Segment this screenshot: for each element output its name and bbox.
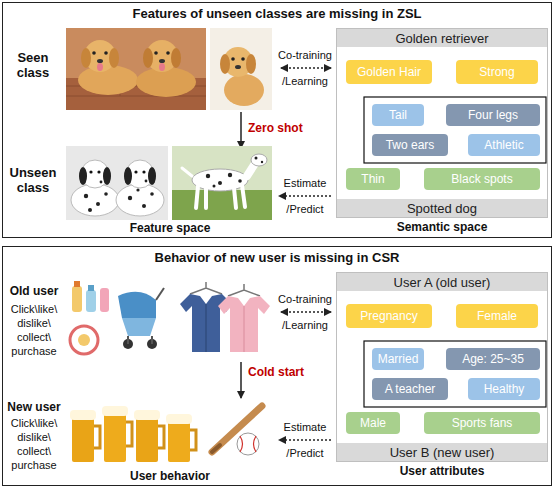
panel-title: Features of unseen classes are missing i…: [3, 6, 551, 21]
attribute-tag: Sports fans: [424, 412, 540, 434]
arrow-label: Estimate /Predict: [270, 414, 340, 466]
class-band: Golden retriever: [337, 29, 547, 47]
tag-text: Age: 25~35: [462, 352, 524, 366]
attribute-tag: Female: [456, 304, 538, 328]
attribute-tag: Male: [346, 412, 400, 434]
attribute-tag: Two ears: [372, 134, 448, 156]
attribute-tag: Black spots: [424, 168, 540, 190]
attribute-tag: Golden Hair: [346, 60, 432, 84]
arrow-label: Zero shot: [248, 121, 318, 135]
band-text: Golden retriever: [395, 31, 488, 46]
dalmatian-photo: [66, 146, 168, 220]
tag-text: Thin: [361, 172, 384, 186]
tag-text: Golden Hair: [357, 65, 421, 79]
behavior-list: Click\like\ dislike\ collect\ purchase: [4, 416, 64, 472]
semantic-box: Semantic spaceGolden retrieverGolden Hai…: [336, 28, 548, 218]
dotted-arrow: [281, 67, 331, 68]
user-band: User A (old user): [337, 273, 547, 291]
row-label: Seen class: [8, 50, 58, 80]
baby-items-photo: [66, 276, 170, 360]
tag-text: Four legs: [468, 108, 518, 122]
attribute-tag: Strong: [456, 60, 538, 84]
tag-text: Married: [378, 352, 419, 366]
shared-frame: [364, 97, 546, 163]
dotted-arrow: [279, 439, 331, 440]
space-heading: User attributes: [337, 464, 547, 478]
golden-photo: [66, 28, 206, 110]
band-text: User A (old user): [394, 275, 491, 290]
band-text: User B (new user): [390, 445, 495, 460]
attribute-box: User attributesUser A (old user)Pregnanc…: [336, 272, 548, 462]
band-text: Spotted dog: [407, 201, 477, 216]
tag-text: Female: [477, 309, 517, 323]
solid-arrow: [240, 112, 242, 148]
tag-text: Sports fans: [452, 416, 513, 430]
panel-title: Behavior of new user is missing in CSR: [3, 250, 551, 265]
puppy-photo: [210, 28, 272, 110]
arrow-label: Cold start: [248, 365, 318, 379]
baseball-photo: [204, 400, 272, 462]
space-heading: Semantic space: [337, 220, 547, 234]
attribute-tag: Four legs: [446, 104, 540, 126]
attribute-tag: Athletic: [468, 134, 540, 156]
tag-text: Athletic: [484, 138, 523, 152]
dalmatian-photo: [172, 146, 272, 220]
attribute-tag: A teacher: [372, 378, 448, 400]
class-band: Spotted dog: [337, 199, 547, 217]
space-label: User behavior: [100, 469, 240, 483]
row-label: New user: [2, 400, 66, 414]
attribute-tag: Pregnancy: [346, 304, 432, 328]
user-band: User B (new user): [337, 443, 547, 461]
tag-text: Pregnancy: [360, 309, 417, 323]
row-label: Unseen class: [4, 165, 62, 195]
attribute-tag: Age: 25~35: [446, 348, 540, 370]
row-label: Old user: [2, 284, 66, 298]
arrow-label: Co-training /Learning: [270, 42, 340, 94]
tag-text: Black spots: [451, 172, 512, 186]
solid-arrow: [240, 362, 242, 398]
panel-frame: Features of unseen classes are missing i…: [2, 2, 552, 238]
behavior-list: Click\like\ dislike\ collect\ purchase: [4, 302, 64, 358]
attribute-tag: Thin: [346, 168, 400, 190]
attribute-tag: Tail: [372, 104, 424, 126]
tag-text: Male: [360, 416, 386, 430]
tag-text: Two ears: [386, 138, 435, 152]
clothes-photo: [172, 276, 272, 360]
tag-text: Healthy: [484, 382, 525, 396]
tag-text: Strong: [479, 65, 514, 79]
attribute-tag: Healthy: [468, 378, 540, 400]
beer-photo: [66, 400, 200, 470]
dotted-arrow: [281, 311, 331, 312]
space-label: Feature space: [100, 221, 240, 235]
tag-text: Tail: [389, 108, 407, 122]
attribute-tag: Married: [372, 348, 424, 370]
arrow-label: Co-training /Learning: [270, 286, 340, 338]
dotted-arrow: [279, 195, 331, 196]
arrow-label: Estimate /Predict: [270, 170, 340, 222]
shared-frame: [364, 341, 546, 407]
tag-text: A teacher: [385, 382, 436, 396]
